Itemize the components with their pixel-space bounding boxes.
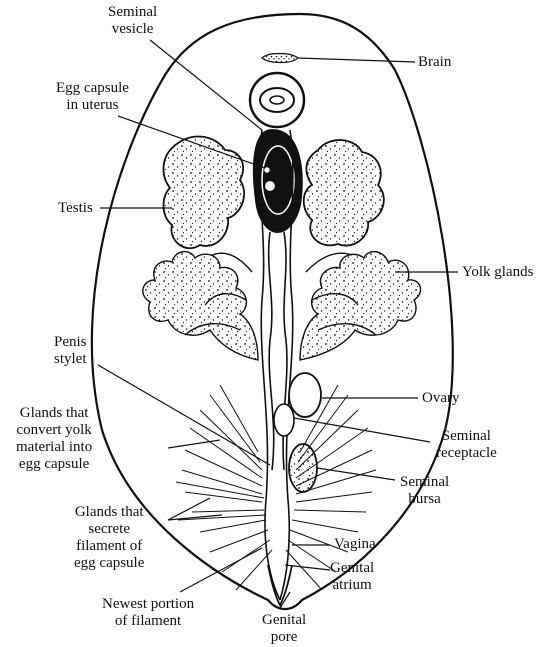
label-genital-pore: Genital pore	[262, 612, 306, 646]
label-penis-stylet: Penis stylet	[54, 334, 87, 368]
label-testis: Testis	[58, 200, 93, 217]
label-egg-capsule-in-uterus: Egg capsule in uterus	[56, 80, 129, 114]
label-newest-portion-of-filament: Newest portion of filament	[102, 596, 194, 630]
label-brain: Brain	[418, 54, 451, 71]
label-glands-secrete-filament: Glands that secrete filament of egg caps…	[74, 504, 144, 572]
label-seminal-vesicle: Seminal vesicle	[108, 4, 157, 38]
label-glands-convert-yolk: Glands that convert yolk material into e…	[16, 405, 92, 473]
label-seminal-receptacle: Seminal receptacle	[436, 428, 497, 462]
label-ovary: Ovary	[422, 390, 460, 407]
label-genital-atrium: Genital atrium	[330, 560, 374, 594]
label-seminal-bursa: Seminal bursa	[400, 474, 449, 508]
label-vagina: Vagina	[334, 536, 376, 553]
label-yolk-glands: Yolk glands	[462, 264, 533, 281]
